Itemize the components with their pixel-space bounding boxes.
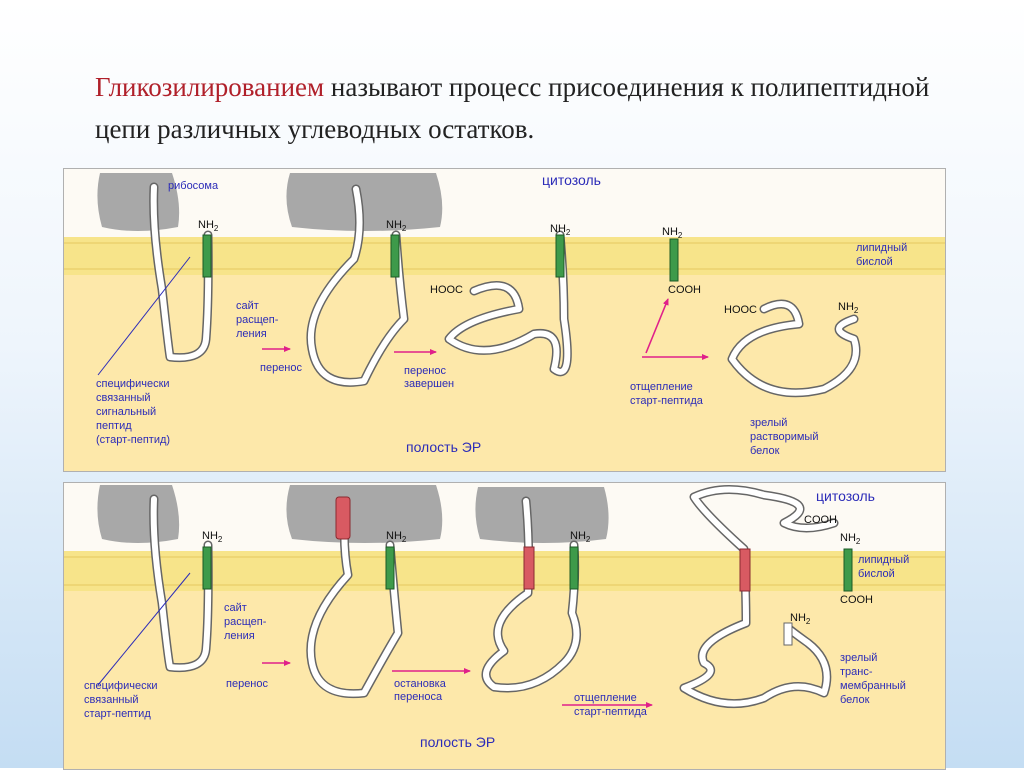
arrow-cooh	[645, 298, 669, 354]
ribosome-2	[286, 173, 443, 231]
ribosome-b2	[286, 485, 443, 543]
diagram-transmembrane-protein: цитозоль NH2 NH2 NH2 NH2 NH2 COOH COOH л…	[63, 482, 946, 770]
label-nh2-3: NH2	[550, 223, 571, 237]
signal-segment-2	[390, 234, 400, 278]
label-site-3: ления	[236, 328, 267, 340]
label-spec-5: (старт-пептид)	[96, 434, 170, 446]
label-cleave-b1: отщепление	[574, 692, 637, 704]
cytosol-region	[64, 169, 945, 237]
signal-segment-b3	[569, 546, 579, 590]
label-nh2-b4: NH2	[840, 532, 861, 546]
label-nh2-4: NH2	[662, 226, 683, 240]
label-stop-2: переноса	[394, 691, 443, 703]
label-transfer-done-2: завершен	[404, 378, 454, 390]
label-ribosome: рибосома	[168, 180, 219, 192]
label-transfer-b: перенос	[226, 678, 269, 690]
diagram-secreted-protein: цитозоль рибосома NH2 NH2 NH2 NH2 липидн…	[63, 168, 946, 472]
label-cooh-b2: COOH	[840, 594, 873, 606]
label-mature-b2: транс-	[840, 666, 873, 678]
stop-segment-b3	[739, 548, 751, 592]
pointer-line-b	[97, 572, 191, 686]
label-mature-1: зрелый	[750, 417, 787, 429]
stop-segment-b1	[335, 496, 351, 540]
label-cytosol: цитозоль	[542, 172, 601, 188]
label-transfer-done-1: перенос	[404, 365, 447, 377]
signal-segment-b4	[843, 548, 853, 592]
label-spec-3: сигнальный	[96, 406, 156, 418]
label-spec-b2: связанный	[84, 694, 139, 706]
label-spec-b1: специфически	[84, 680, 158, 692]
label-nh2-2: NH2	[386, 219, 407, 233]
label-stop-1: остановка	[394, 678, 447, 690]
slide-title: Гликозилированием называют процесс присо…	[95, 66, 955, 150]
label-transfer: перенос	[260, 362, 303, 374]
label-site-1: сайт	[236, 300, 259, 312]
label-mature-3: белок	[750, 445, 780, 457]
signal-segment-3	[555, 234, 565, 278]
signal-segment-b2	[385, 546, 395, 590]
label-nh2-b2: NH2	[386, 530, 407, 544]
label-lipid-2: бислой	[856, 256, 893, 268]
diagram-transmembrane-protein-svg: цитозоль NH2 NH2 NH2 NH2 NH2 COOH COOH л…	[64, 483, 945, 769]
label-er-lumen: полость ЭР	[406, 439, 481, 455]
label-mature-2: растворимый	[750, 431, 819, 443]
label-spec-2: связанный	[96, 392, 151, 404]
label-mature-b4: белок	[840, 694, 870, 706]
signal-segment-4	[669, 238, 679, 282]
label-er-lumen-b: полость ЭР	[420, 734, 495, 750]
title-highlight: Гликозилированием	[95, 72, 325, 102]
label-lipid-1: липидный	[856, 242, 907, 254]
label-lipid-b2: бислой	[858, 568, 895, 580]
label-spec-b3: старт-пептид	[84, 708, 151, 720]
label-spec-1: специфически	[96, 378, 170, 390]
label-site-b1: сайт	[224, 602, 247, 614]
label-hooc-1: HOOC	[430, 284, 463, 296]
label-cleave-b2: старт-пептида	[574, 706, 648, 718]
label-site-b3: ления	[224, 630, 255, 642]
label-nh2-5: NH2	[838, 301, 859, 315]
pointer-line	[97, 256, 191, 376]
label-hooc-2: HOOC	[724, 304, 757, 316]
signal-segment-b1	[202, 546, 212, 590]
label-nh2-b3: NH2	[570, 530, 591, 544]
ribosome-b1	[97, 485, 180, 543]
label-spec-4: пептид	[96, 420, 132, 432]
label-cooh-b1: COOH	[804, 514, 837, 526]
label-nh2-b5: NH2	[790, 612, 811, 626]
label-lipid-b1: липидный	[858, 554, 909, 566]
title-rest: называют процесс присоединения к полипеп…	[95, 72, 930, 144]
ribosome-b3	[475, 487, 609, 543]
diagram-secreted-protein-svg: цитозоль рибосома NH2 NH2 NH2 NH2 липидн…	[64, 169, 945, 471]
label-cytosol-b: цитозоль	[816, 488, 875, 504]
ribosome-1	[97, 173, 180, 231]
signal-segment-1	[202, 234, 212, 278]
label-mature-b1: зрелый	[840, 652, 877, 664]
label-cleave-2: старт-пептида	[630, 395, 704, 407]
stop-segment-b2	[523, 546, 535, 590]
label-nh2-b1: NH2	[202, 530, 223, 544]
label-nh2-1: NH2	[198, 219, 219, 233]
label-mature-b3: мембранный	[840, 680, 906, 692]
nh2-end-segment	[783, 622, 793, 646]
label-site-2: расщеп-	[236, 314, 279, 326]
label-site-b2: расщеп-	[224, 616, 267, 628]
label-cleave-1: отщепление	[630, 381, 693, 393]
label-cooh: COOH	[668, 284, 701, 296]
